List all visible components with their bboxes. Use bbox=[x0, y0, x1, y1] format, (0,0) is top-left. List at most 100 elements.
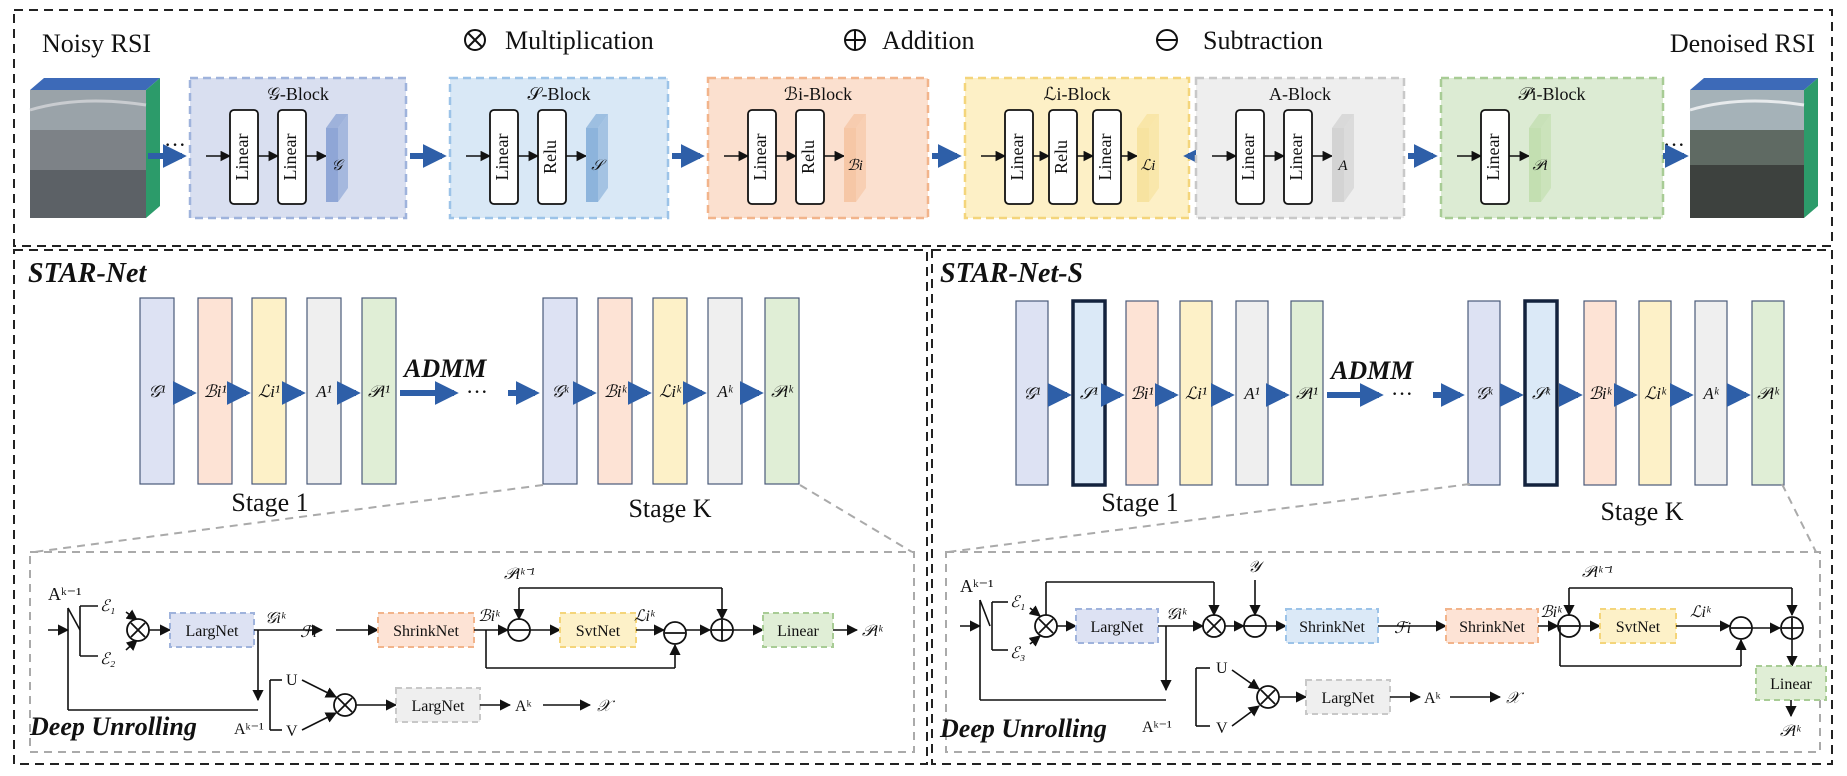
largnet-box-r bbox=[1075, 608, 1159, 644]
layer-box bbox=[489, 109, 519, 205]
largnet2-label-r: LargNet bbox=[1321, 690, 1375, 707]
layer-box bbox=[229, 109, 259, 205]
layer-box bbox=[537, 109, 567, 205]
top-panel-frame bbox=[13, 9, 1833, 247]
stage-node-label: 𝒮¹ bbox=[1080, 384, 1098, 403]
svtnet-label: SvtNet bbox=[576, 623, 621, 640]
layer-label: Relu bbox=[540, 140, 560, 174]
stage-node-label: 𝒫i¹ bbox=[368, 382, 390, 401]
output-label: Denoised RSI bbox=[1670, 29, 1815, 58]
noisy-rsi-image bbox=[29, 78, 160, 218]
layer-label: Linear bbox=[750, 134, 770, 181]
stage-column bbox=[1694, 300, 1728, 486]
linear-box bbox=[762, 612, 834, 648]
block-title: 𝒫i-Block bbox=[1519, 84, 1586, 104]
stage-node-label: ℒiᵏ bbox=[1644, 384, 1667, 403]
stage-column bbox=[1583, 300, 1617, 486]
u-label-r: U bbox=[1216, 660, 1228, 677]
e3-label-r: ℰ₃ bbox=[1010, 645, 1025, 662]
b-label-r: ℬiᵏ bbox=[1540, 604, 1563, 621]
stage-column bbox=[1015, 300, 1049, 486]
stage-column bbox=[707, 297, 743, 485]
admm-label: ADMM bbox=[402, 354, 487, 383]
layer-label: Linear bbox=[492, 134, 512, 181]
subtraction-legend: Subtraction bbox=[1156, 26, 1323, 55]
stage-column bbox=[597, 297, 633, 485]
l-label-r: ℒiᵏ bbox=[1690, 604, 1712, 621]
stage-dots: ··· bbox=[466, 379, 488, 404]
a-prev-label: Aᵏ⁻¹ bbox=[48, 584, 82, 604]
block-title: 𝒢-Block bbox=[267, 84, 329, 104]
x-label-r: 𝒳 bbox=[1506, 690, 1525, 707]
g-label-r: 𝒢iᵏ bbox=[1166, 606, 1188, 623]
stage-column bbox=[1290, 300, 1324, 486]
layer-box bbox=[277, 109, 307, 205]
stage-column bbox=[542, 297, 578, 485]
stage-node-label: ℒi¹ bbox=[258, 382, 280, 401]
p-prev-label-r: 𝒫iᵏ⁻¹ bbox=[1582, 564, 1613, 581]
stage1-label: Stage 1 bbox=[231, 488, 308, 517]
stage-column bbox=[1523, 299, 1559, 487]
b-label: ℬiᵏ bbox=[478, 608, 501, 625]
layer-box bbox=[747, 109, 777, 205]
a-prev2-label: Aᵏ⁻¹ bbox=[234, 721, 264, 738]
addition-legend: Addition bbox=[844, 26, 974, 55]
a-out-label: Aᵏ bbox=[515, 698, 532, 715]
stage-node-label: 𝒫iᵏ bbox=[1757, 384, 1780, 403]
stage-node-label: 𝒮ᵏ bbox=[1532, 384, 1551, 403]
stage-column bbox=[361, 297, 397, 485]
output-slab bbox=[1529, 128, 1541, 202]
stage-dots: ··· bbox=[1391, 381, 1413, 406]
stage-column bbox=[1125, 300, 1159, 486]
e1-label-r: ℰ₁ bbox=[1010, 594, 1025, 611]
l-label: ℒiᵏ bbox=[634, 608, 656, 625]
stage-node-label: 𝒢¹ bbox=[148, 382, 165, 401]
g-label: 𝒢iᵏ bbox=[265, 610, 287, 627]
stage-column bbox=[1235, 300, 1269, 486]
stage-node-label: ℒiᵏ bbox=[659, 382, 682, 401]
stage-column bbox=[1467, 300, 1501, 486]
multiplication-legend: Multiplication bbox=[464, 26, 654, 55]
stage-node-label: Aᵏ bbox=[1702, 384, 1719, 403]
shrinknet1-label-r: ShrinkNet bbox=[1299, 619, 1365, 636]
layer-label: Linear bbox=[232, 134, 252, 181]
stage-node-label: ℬiᵏ bbox=[1589, 384, 1613, 403]
output-symbol: A bbox=[1337, 158, 1348, 174]
linear-label: Linear bbox=[777, 623, 819, 640]
f-label-r: ℱi bbox=[1394, 620, 1411, 637]
legend-addition: Addition bbox=[882, 26, 974, 55]
admm-label: ADMM bbox=[1329, 356, 1414, 385]
stage1-label: Stage 1 bbox=[1101, 488, 1178, 517]
x-label: 𝒳 bbox=[597, 698, 616, 715]
layer-box bbox=[1004, 109, 1034, 205]
output-symbol: ℬi bbox=[847, 158, 863, 174]
output-slab bbox=[1137, 128, 1149, 202]
stage-node-label: 𝒫i¹ bbox=[1296, 384, 1318, 403]
f-label: ℱi bbox=[300, 624, 317, 641]
e2-label: ℰ₂ bbox=[100, 651, 116, 668]
legend: Multiplication Addition Subtraction bbox=[464, 26, 1323, 55]
svtnet-label-r: SvtNet bbox=[1616, 619, 1661, 636]
stage-node-label: ℬi¹ bbox=[1130, 384, 1153, 403]
right-unroll-diagram: Aᵏ⁻¹ ℰ₁ ℰ₃ LargNet 𝒢iᵏ 𝒴 ShrinkNet ℱi bbox=[939, 559, 1827, 743]
shrinknet-box bbox=[377, 612, 475, 648]
block-title: ℒi-Block bbox=[1044, 84, 1111, 104]
multiply-icon bbox=[464, 29, 486, 51]
stage-column bbox=[652, 297, 688, 485]
block-title: ℬi-Block bbox=[784, 84, 852, 104]
block-title: 𝒮-Block bbox=[528, 84, 591, 104]
output-slab bbox=[326, 128, 338, 202]
y-label-r: 𝒴 bbox=[1248, 559, 1265, 576]
left-panel-frame bbox=[13, 249, 928, 765]
stage-node-label: A¹ bbox=[1243, 384, 1259, 403]
stage-column bbox=[1179, 300, 1213, 486]
right-unroll-title: Deep Unrolling bbox=[939, 714, 1107, 743]
stage-node-label: 𝒫iᵏ bbox=[771, 382, 794, 401]
